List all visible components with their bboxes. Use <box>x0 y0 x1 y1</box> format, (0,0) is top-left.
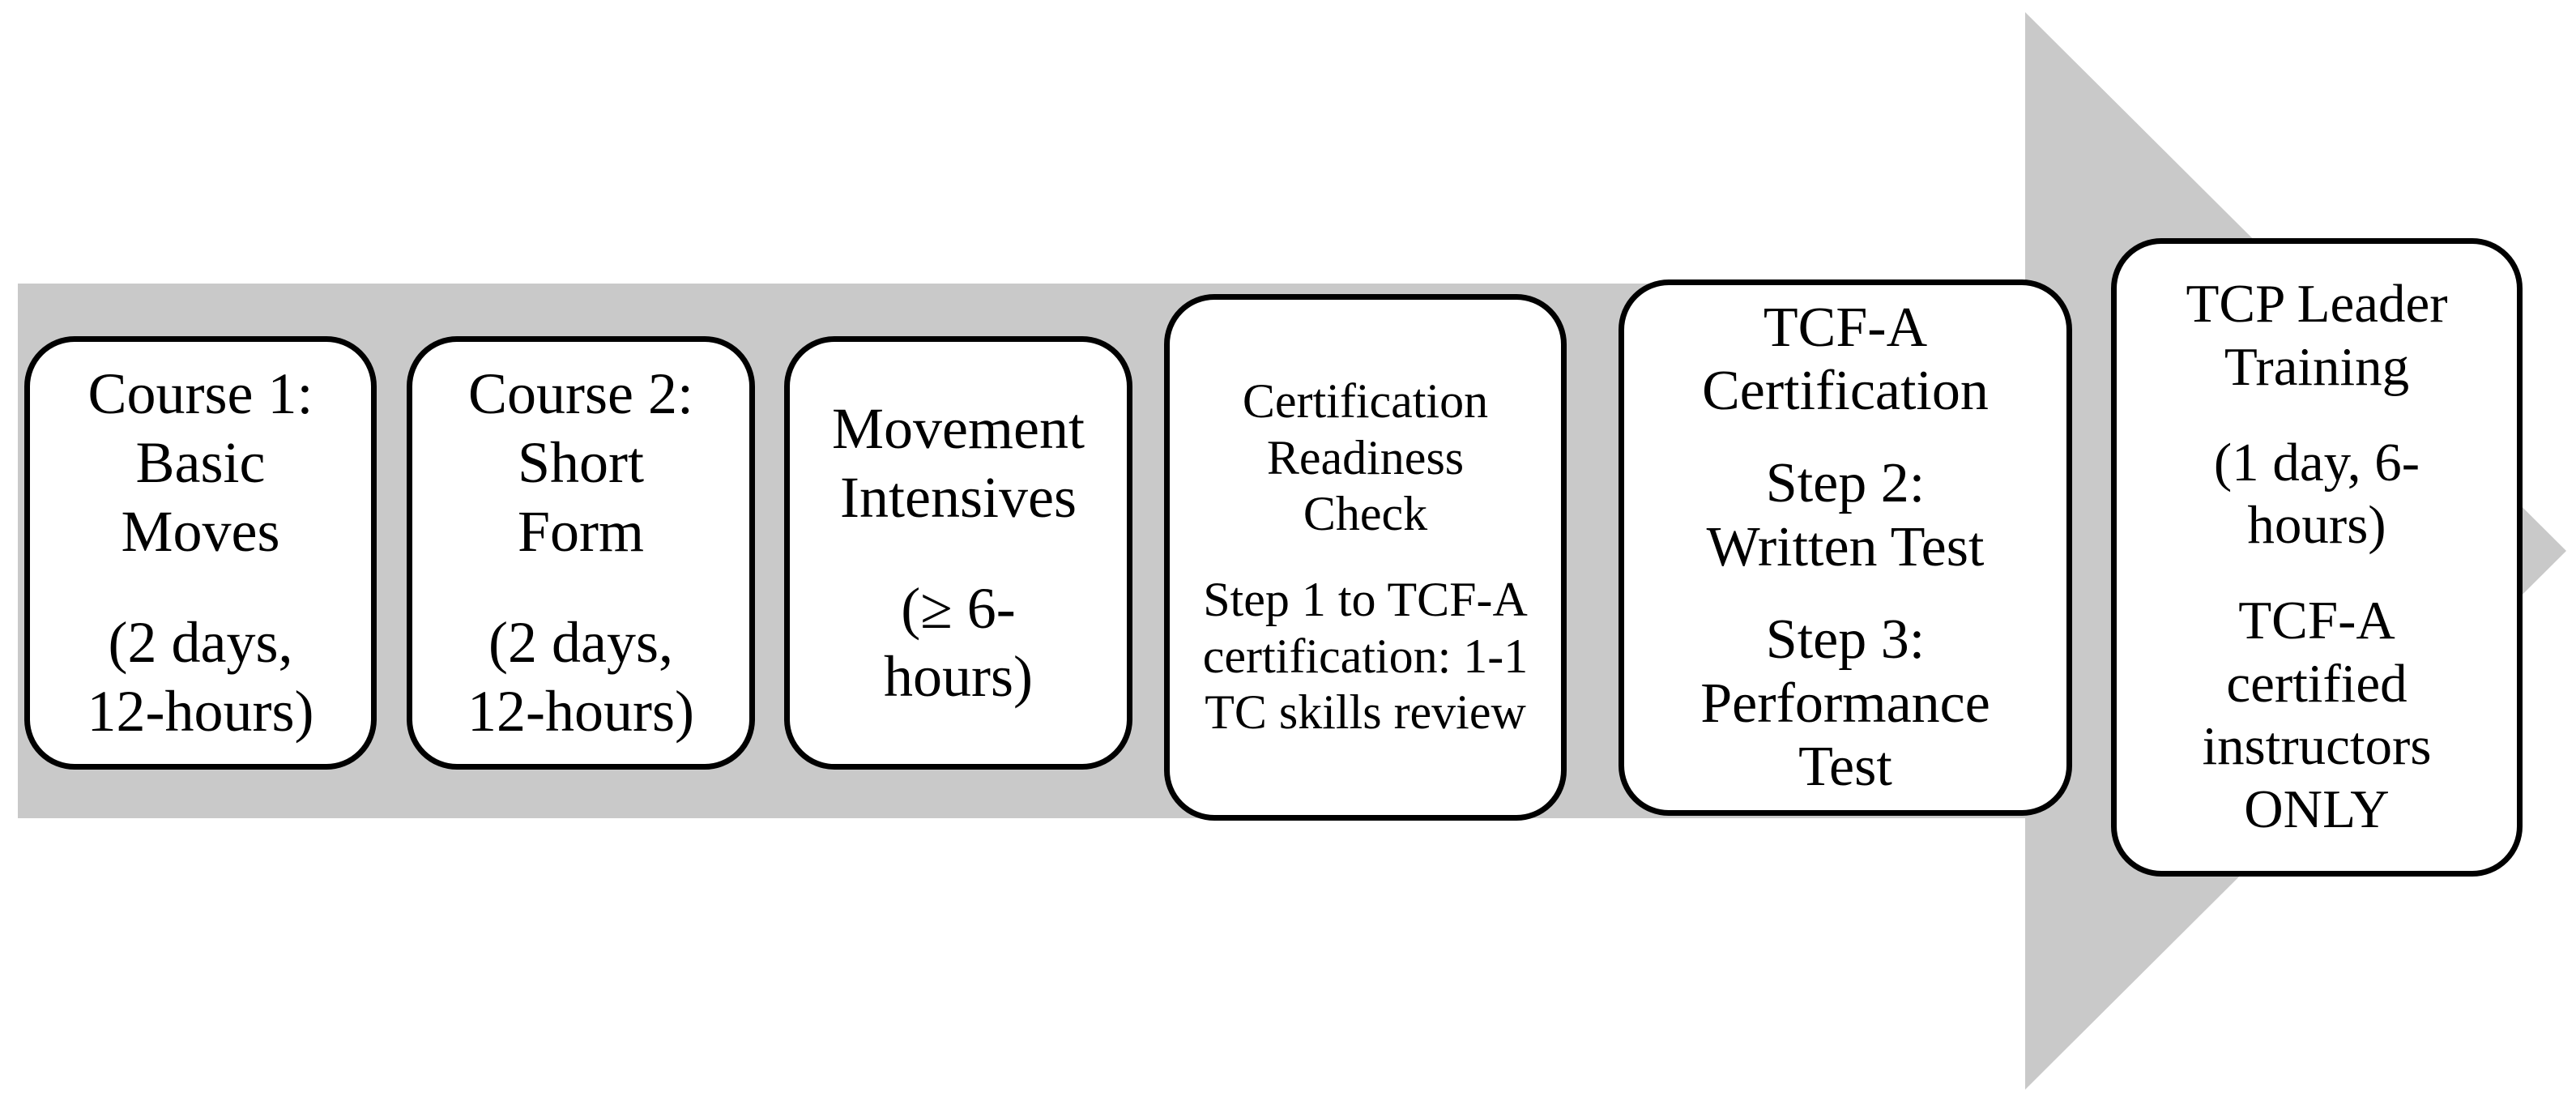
box-title: Movement Intensives <box>832 395 1085 530</box>
flow-box-certification-readiness-check: Certification Readiness Check Step 1 to … <box>1164 294 1567 821</box>
box-duration: (2 days, 12-hours) <box>87 609 314 744</box>
box-title: Course 2: Short Form <box>468 361 693 565</box>
flow-box-course-2: Course 2: Short Form (2 days, 12-hours) <box>407 336 755 770</box>
box-detail: Step 1 to TCF-A certification: 1-1 TC sk… <box>1202 573 1529 740</box>
box-title: TCP Leader Training <box>2186 274 2448 397</box>
flow-box-course-1: Course 1: Basic Moves (2 days, 12-hours) <box>24 336 377 770</box>
box-title: Certification Readiness Check <box>1242 374 1489 541</box>
box-duration: (1 day, 6-hours) <box>2213 432 2420 556</box>
box-detail: Step 3: Performance Test <box>1700 608 1990 798</box>
box-duration: (2 days, 12-hours) <box>467 609 694 744</box>
box-duration: (≥ 6-hours) <box>884 575 1033 710</box>
box-title: Course 1: Basic Moves <box>87 361 313 565</box>
flow-box-tcp-leader-training: TCP Leader Training (1 day, 6-hours) TCF… <box>2111 238 2523 877</box>
box-detail: TCF-A certified instructors ONLY <box>2202 591 2432 840</box>
box-detail: Step 2: Written Test <box>1706 452 1985 578</box>
flow-box-movement-intensives: Movement Intensives (≥ 6-hours) <box>784 336 1132 770</box>
box-title: TCF-A Certification <box>1702 296 1989 423</box>
flow-box-tcf-a-certification: TCF-A Certification Step 2: Written Test… <box>1619 279 2072 816</box>
